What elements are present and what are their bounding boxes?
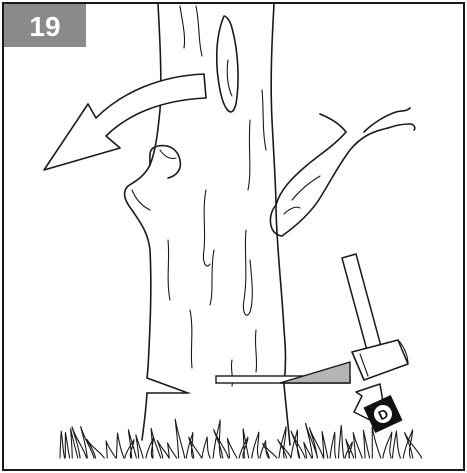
step-number: 19 (29, 11, 60, 42)
diagram-border (3, 3, 464, 470)
step-badge: 19 (4, 4, 86, 47)
